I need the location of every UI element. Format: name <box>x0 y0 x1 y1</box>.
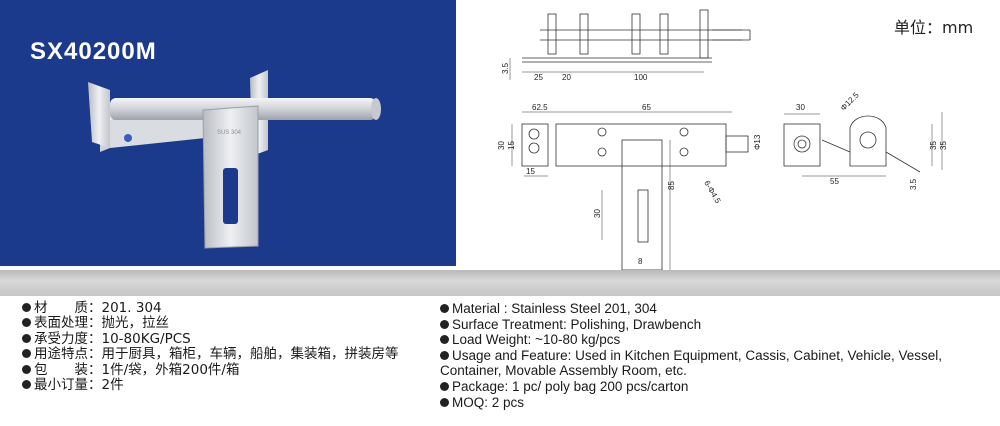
spec-key: 材 质 <box>34 300 88 316</box>
bullet-icon <box>22 380 31 390</box>
dim-55: 55 <box>830 177 839 186</box>
technical-drawing: 3.5 25 20 100 62.5 65 30 15 15 Φ1 <box>462 0 1000 272</box>
dim-30: 30 <box>497 141 506 150</box>
dim-8: 8 <box>638 257 643 266</box>
bullet-icon <box>22 303 31 312</box>
spec-text: Surface Treatment: Polishing, Drawbench <box>452 316 702 332</box>
spec-row: 材 质：201. 304 <box>22 300 399 316</box>
spec-row: Usage and Feature: Used in Kitchen Equip… <box>440 348 995 379</box>
latch-photo: SUS 304 <box>88 70 381 249</box>
spec-value: 1件/袋，外箱200件/箱 <box>101 361 240 378</box>
spec-value: 2件 <box>101 377 124 394</box>
dim-hole: 6-Φ4.5 <box>702 179 722 205</box>
unit-label: 单位：mm <box>894 18 974 37</box>
spec-row: Material : Stainless Steel 201, 304 <box>440 301 995 317</box>
dim-25: 25 <box>534 73 543 82</box>
spec-text: Material : Stainless Steel 201, 304 <box>452 301 657 316</box>
model-number: SX40200M <box>30 38 157 65</box>
dim-20: 20 <box>562 73 571 82</box>
dim-85: 85 <box>667 181 676 190</box>
spec-key: 表面处理 <box>34 315 88 332</box>
dim-30-handle: 30 <box>593 209 602 218</box>
bullet-icon <box>440 304 449 313</box>
bullet-icon <box>22 333 31 343</box>
dim-62-5: 62.5 <box>532 103 548 112</box>
steel-engraving: SUS 304 <box>217 130 242 136</box>
spec-key: 包 装 <box>34 361 88 378</box>
divider-band <box>0 270 1000 296</box>
spec-row: 最小订量：2件 <box>22 377 399 394</box>
product-photo-panel: SX40200M SUS 304 <box>0 0 456 266</box>
bullet-icon <box>440 397 449 407</box>
spec-row: Load Weight: ~10-80 kg/pcs <box>440 332 995 348</box>
spec-text: Load Weight: ~10-80 kg/pcs <box>452 332 621 348</box>
bullet-icon <box>22 318 31 328</box>
dim-100: 100 <box>634 73 648 82</box>
dim-30-side: 30 <box>796 103 805 112</box>
bullet-icon <box>440 381 449 391</box>
spec-row: 包 装：1件/袋，外箱200件/箱 <box>22 361 399 378</box>
spec-key: 最小订量 <box>34 377 88 394</box>
dim-phi13: Φ13 <box>753 134 762 150</box>
spec-value: 10-80KG/PCS <box>101 330 191 347</box>
spec-key: 用途特点 <box>34 346 88 363</box>
bullet-icon <box>440 319 449 329</box>
dim-65: 65 <box>642 103 651 112</box>
spec-row: 表面处理：抛光，拉丝 <box>22 315 399 332</box>
dim-3-5: 3.5 <box>501 62 510 74</box>
dim-15-left: 15 <box>507 141 516 150</box>
spec-row: 承受力度：10-80KG/PCS <box>22 330 399 347</box>
spec-text: Usage and Feature: Used in Kitchen Equip… <box>440 347 943 379</box>
spec-row: Surface Treatment: Polishing, Drawbench <box>440 317 995 333</box>
spec-text: MOQ: 2 pcs <box>452 394 525 410</box>
spec-row: 用途特点：用于厨具，箱柜，车辆，船舶，集装箱，拼装房等 <box>22 346 399 363</box>
dim-15-bottom: 15 <box>526 167 535 176</box>
bullet-icon <box>22 349 31 359</box>
spec-value: 用于厨具，箱柜，车辆，船舶，集装箱，拼装房等 <box>101 346 399 363</box>
spec-value: 201. 304 <box>101 300 162 316</box>
spec-row: Package: 1 pc/ poly bag 200 pcs/carton <box>440 379 995 395</box>
bullet-icon <box>440 335 449 345</box>
specs-english: Material : Stainless Steel 201, 304 Surf… <box>440 301 995 410</box>
bullet-icon <box>22 364 31 374</box>
spec-text: Package: 1 pc/ poly bag 200 pcs/carton <box>452 378 689 394</box>
top-view: 3.5 25 20 100 <box>501 9 751 82</box>
dim-phi12-5: Φ12.5 <box>839 90 861 112</box>
spec-key: 承受力度 <box>34 330 88 347</box>
spec-value: 抛光，拉丝 <box>101 315 170 332</box>
front-view: 62.5 65 30 15 15 Φ13 85 6-Φ4.5 30 8 <box>497 103 762 271</box>
bullet-icon <box>440 350 449 360</box>
dim-35-b: 35 <box>939 141 948 150</box>
side-view: 30 Φ12.5 55 3.5 35 35 <box>783 90 948 190</box>
specs-chinese: 材 质：201. 304 表面处理：抛光，拉丝 承受力度：10-80KG/PCS… <box>22 300 399 394</box>
dim-35: 35 <box>929 141 938 150</box>
spec-row: MOQ: 2 pcs <box>440 395 995 411</box>
dim-3-5-side: 3.5 <box>909 178 918 190</box>
